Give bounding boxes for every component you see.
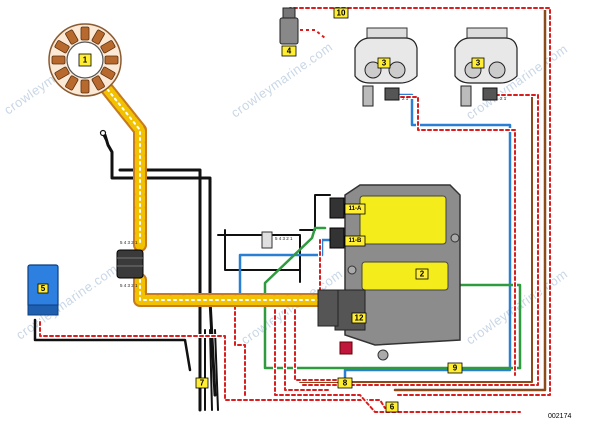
power-pack-label: 2 <box>420 270 425 279</box>
stator-coil-tooth <box>54 66 70 80</box>
side-connector: 5 4 3 2 1 <box>261 231 293 249</box>
port-11a-label: 11-A <box>349 206 362 212</box>
stator-coil-tooth <box>80 26 90 41</box>
tag-9: 9 <box>453 364 458 373</box>
port-11b-label: 11-B <box>349 238 362 244</box>
black-wire-7 <box>204 329 219 411</box>
rectifier-4: 4 <box>279 7 326 57</box>
brown-wire-1 <box>393 8 547 392</box>
black-wire-6 <box>299 194 331 231</box>
coil-b-label: 3 <box>476 59 481 68</box>
stator-pins-top: 5 4 3 2 1 <box>120 240 138 245</box>
tag-6: 6 <box>390 403 395 412</box>
coil-b-pins: 2 1 <box>500 96 507 101</box>
stator-component: 1 <box>48 23 122 97</box>
black-wire-4 <box>224 229 301 271</box>
stator-coil-tooth <box>65 29 79 45</box>
black-wire-2 <box>118 168 202 412</box>
coil-a-label: 3 <box>382 59 387 68</box>
green-wire-1 <box>263 226 522 370</box>
stator-coil-tooth <box>91 75 105 91</box>
power-pack-2: 2 <box>334 184 461 361</box>
rectifier-label: 4 <box>287 47 292 56</box>
tag-8: 8 <box>343 379 348 388</box>
harness-12-label: 12 <box>355 314 364 323</box>
wires <box>33 6 552 414</box>
stator-coil-tooth <box>54 40 70 54</box>
dashed-wires <box>38 6 552 414</box>
stator-coil-tooth <box>65 75 79 91</box>
port-11a: 11-A <box>329 197 366 219</box>
ground-lug <box>99 129 107 141</box>
ignition-coil-a: 3 2 1 <box>354 27 418 107</box>
stator-connector: 5 4 3 2 1 5 4 3 2 1 <box>116 240 144 288</box>
stator-coil-tooth <box>100 66 116 80</box>
stator-coil-tooth <box>80 79 90 94</box>
stator-coil-tooth <box>51 55 66 65</box>
stator-harness <box>93 73 327 307</box>
stator-label: 1 <box>83 56 88 65</box>
stator-coil-tooth <box>104 55 119 65</box>
stator-coil-tooth <box>100 40 116 54</box>
ignition-coil-b: 3 2 1 <box>454 27 518 107</box>
module-5: 5 <box>27 264 59 316</box>
tag-10: 10 <box>337 9 346 18</box>
port-11b: 11-B <box>329 227 366 249</box>
figure-code: 002174 <box>548 413 571 420</box>
stator-coil-tooth <box>91 29 105 45</box>
stator-pins-bottom: 5 4 3 2 1 <box>120 283 138 288</box>
stator-coils <box>51 26 119 94</box>
black-wire-3 <box>33 318 192 372</box>
tag-7: 7 <box>200 379 205 388</box>
coil-a-pins: 2 1 <box>402 96 409 101</box>
black-wire-5 <box>217 234 301 283</box>
side-connector-pins: 5 4 3 2 1 <box>275 236 293 241</box>
module-label: 5 <box>41 284 46 293</box>
wire-tags: 10 9 8 7 6 <box>195 7 463 413</box>
harness-12: 12 <box>317 289 367 327</box>
